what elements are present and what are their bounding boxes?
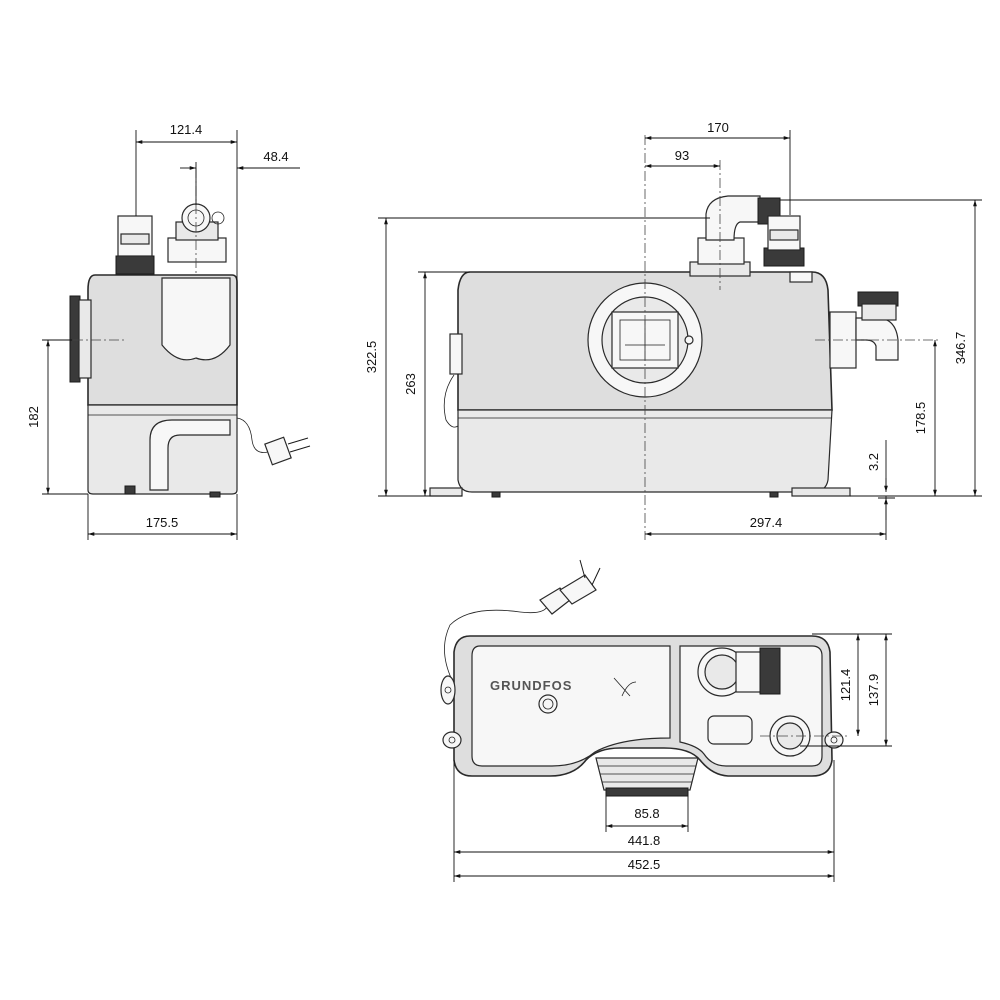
dim-top-outlet-offset-1: 121.4: [838, 669, 853, 702]
top-view-logo: GRUNDFOS: [490, 678, 572, 693]
side-view-plug: [264, 436, 292, 466]
dim-front-side-inlet-height: 178.5: [913, 402, 928, 435]
dim-top-inner-width: 441.8: [628, 833, 661, 848]
side-view-chamber: [161, 277, 231, 361]
side-view-stand: [149, 419, 231, 491]
top-view-dimensions: 121.4 137.9 85.8 441.8 452.5: [453, 633, 892, 882]
top-view-outlet-ring: [759, 647, 781, 695]
dim-front-foot-height: 3.2: [866, 453, 881, 471]
dim-front-elbow-height: 322.5: [364, 341, 379, 374]
side-view-cable: [236, 417, 269, 453]
top-view-cable: [444, 604, 549, 681]
top-view-ear-left: [442, 731, 462, 749]
front-view-dimensions: 170 93 322.5 263 346.7 178.5 3.2 297.4: [364, 120, 982, 540]
front-view-elbow-base: [697, 237, 745, 265]
grundfos-logo-icon: [613, 677, 637, 697]
top-view-ear-left-top: [440, 675, 456, 705]
dim-top-total-width: 452.5: [628, 857, 661, 872]
dim-front-right-width: 297.4: [750, 515, 783, 530]
dim-front-outlet-distance: 170: [707, 120, 729, 135]
dim-front-total-height: 346.7: [953, 332, 968, 365]
top-view-button: [538, 694, 558, 714]
front-view-right-outlet-ring: [763, 247, 805, 267]
side-view-left-outlet-ring: [115, 255, 155, 275]
dim-top-bottom-inlet: 85.8: [634, 806, 659, 821]
dim-side-top-offset: 48.4: [263, 149, 288, 164]
top-view-vent-box: [707, 715, 753, 745]
side-view-dimensions: 121.4 48.4 182 175.5: [26, 122, 300, 540]
dim-top-outlet-offset-2: 137.9: [866, 674, 881, 707]
top-view-left-panel: [471, 645, 671, 767]
front-view: [429, 135, 940, 540]
dim-front-elbow-distance: 93: [675, 148, 689, 163]
side-view: [55, 168, 311, 498]
front-view-elbow: [705, 195, 761, 241]
dim-front-body-height: 263: [403, 373, 418, 395]
dim-side-top-width: 121.4: [170, 122, 203, 137]
side-view-right-outlet: [167, 237, 227, 263]
dim-side-inlet-height: 182: [26, 406, 41, 428]
front-view-side-box: [449, 333, 463, 375]
dim-side-base-width: 175.5: [146, 515, 179, 530]
top-view: GRUNDFOS: [440, 559, 850, 797]
